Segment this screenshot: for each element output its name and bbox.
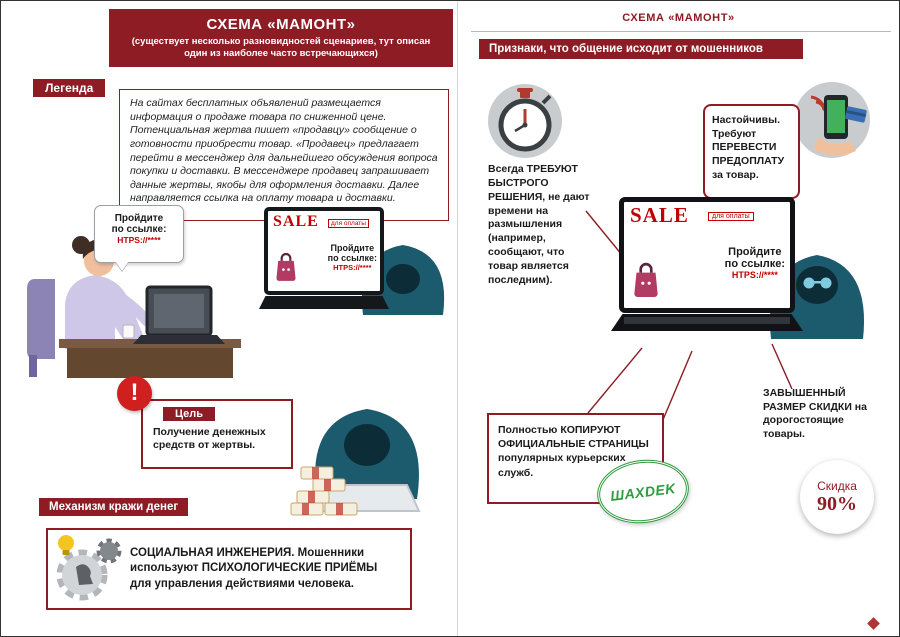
sale-banner: SALE xyxy=(273,213,319,230)
social-engineering-icon xyxy=(48,531,130,608)
screen-link: HTPS://**** xyxy=(731,270,778,280)
mechanism-label: Механизм кражи денег xyxy=(39,498,189,516)
speech-bubble: Пройдите по ссылке: HTPS://**** xyxy=(94,205,184,271)
urgency-text: Всегда ТРЕБУЮТ БЫСТРОГО РЕШЕНИЯ, не дают… xyxy=(488,163,590,288)
discount-badge-value: 90% xyxy=(817,492,857,515)
bubble-line1: Пройдите xyxy=(114,213,164,224)
prepayment-p1: Настойчивы. Требуют xyxy=(712,114,781,140)
right-page-title: СХЕМА «МАМОНТ» xyxy=(622,12,735,24)
bubble-line2: по ссылке: xyxy=(111,224,167,235)
goal-box: Цель Получение денежных средств от жертв… xyxy=(141,399,293,469)
copycat-p1: Полностью xyxy=(498,424,561,436)
prepayment-p2: ПЕРЕВЕСТИ ПРЕДОПЛАТУ xyxy=(712,141,785,167)
warning-icon: ! xyxy=(117,376,152,411)
left-header: СХЕМА «МАМОНТ» (существует несколько раз… xyxy=(109,9,453,67)
discount-badge: Скидка 90% xyxy=(800,460,874,534)
screen-line2: по ссылке: xyxy=(724,258,785,270)
prepayment-p3: за товар. xyxy=(712,168,759,181)
pay-note: для оплаты xyxy=(708,212,754,221)
discount-badge-label: Скидка xyxy=(817,478,857,493)
shopping-bag-icon xyxy=(630,262,662,303)
victim-illustration-svg xyxy=(27,236,241,378)
phone-in-hand-icon xyxy=(793,81,871,164)
bubble-tail xyxy=(115,261,129,271)
legend-label: Легенда xyxy=(33,79,106,97)
victim-laptop: SALE для оплаты Пройдите по ссылке: HTPS… xyxy=(259,207,389,309)
shopping-bag-icon xyxy=(273,252,299,287)
screen-line1: Пройдите xyxy=(728,246,782,258)
pay-note: для оплаты xyxy=(328,219,369,228)
fake-courier-logo-text: ШАХDEK xyxy=(609,479,677,504)
victim-illustration xyxy=(15,213,247,381)
screen-line2: по ссылке: xyxy=(327,253,377,263)
mechanism-box: СОЦИАЛЬНАЯ ИНЖЕНЕРИЯ. Мошенники использу… xyxy=(46,528,412,610)
fraud-laptop-screen: SALE для оплаты Пройдите по ссылке: HTPS… xyxy=(619,197,795,313)
copycat-p2: КОПИРУЮТ ОФИЦИАЛЬНЫЕ СТРАНИЦЫ xyxy=(498,424,649,451)
victim-laptop-screen: SALE для оплаты Пройдите по ссылке: HTPS… xyxy=(264,207,384,295)
copycat-p3: популярных курьерских служб. xyxy=(498,452,626,479)
goal-label: Цель xyxy=(163,407,216,421)
scammer-with-money xyxy=(287,365,447,517)
screen-link: HTPS://**** xyxy=(333,263,372,272)
urgency-rest: не дают времени на размышления (например… xyxy=(488,190,590,286)
scheme-subtitle: (существует несколько разновидностей сце… xyxy=(131,36,431,60)
urgency-bold: Всегда ТРЕБУЮТ БЫСТРОГО РЕШЕНИЯ, xyxy=(488,163,578,203)
scheme-title: СХЕМА «МАМОНТ» xyxy=(206,16,356,33)
goal-text: Получение денежных средств от жертвы. xyxy=(153,426,266,452)
mechanism-text: СОЦИАЛЬНАЯ ИНЖЕНЕРИЯ. Мошенники использу… xyxy=(130,546,378,590)
prepayment-box: Настойчивы. Требуют ПЕРЕВЕСТИ ПРЕДОПЛАТУ… xyxy=(703,104,800,199)
discount-p2: на дорогостоящие товары. xyxy=(763,400,867,440)
header-rule xyxy=(471,31,891,32)
fraud-laptop-keyboard xyxy=(611,314,803,331)
stopwatch-icon xyxy=(487,83,563,164)
scammer-with-money-svg xyxy=(290,409,421,516)
sale-banner: SALE xyxy=(630,203,689,227)
discount-p1: ЗАВЫШЕННЫЙ РАЗМЕР СКИДКИ xyxy=(763,387,852,413)
discount-text: ЗАВЫШЕННЫЙ РАЗМЕР СКИДКИ на дорогостоящи… xyxy=(763,387,881,442)
screen-line1: Пройдите xyxy=(330,243,375,253)
legend-text: На сайтах бесплатных объявлений размещае… xyxy=(119,89,449,221)
bubble-link: HTPS://**** xyxy=(117,235,161,245)
victim-laptop-keyboard xyxy=(259,296,389,309)
fraud-laptop: SALE для оплаты Пройдите по ссылке: HTPS… xyxy=(611,197,803,331)
signs-header: Признаки, что общение исходит от мошенни… xyxy=(479,39,803,59)
page-divider xyxy=(457,1,458,636)
